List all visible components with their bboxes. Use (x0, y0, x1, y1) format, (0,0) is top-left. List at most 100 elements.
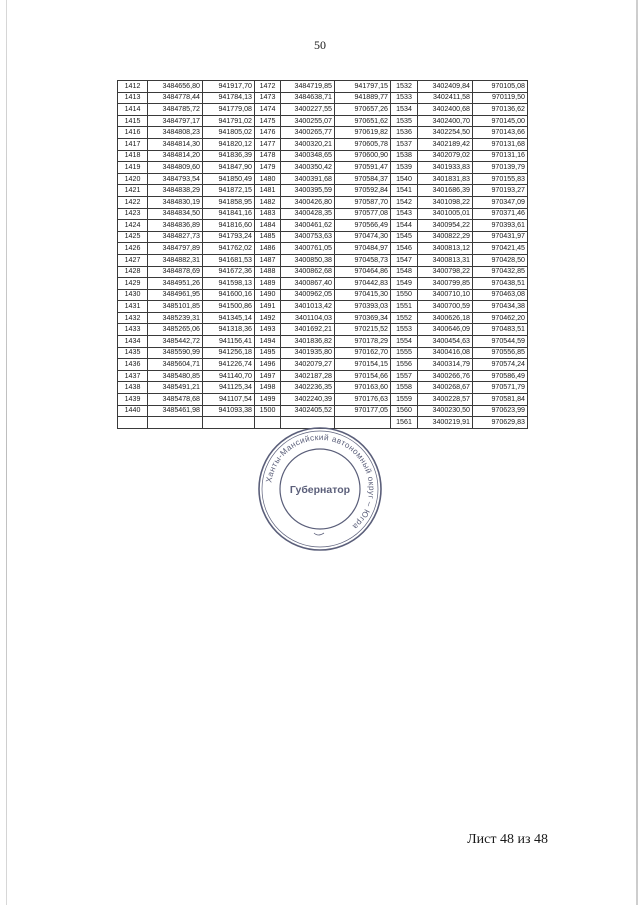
y-coordinate: 970586,49 (472, 369, 528, 383)
point-number: 1437 (117, 369, 148, 383)
point-number: 1477 (254, 137, 281, 151)
x-coordinate: 3400813,12 (417, 242, 473, 255)
point-number: 1484 (254, 219, 281, 232)
y-coordinate: 941256,18 (202, 346, 255, 360)
point-number: 1550 (390, 288, 418, 302)
y-coordinate: 970438,51 (472, 277, 528, 290)
y-coordinate: 970431,97 (472, 230, 528, 244)
point-number: 1425 (117, 230, 148, 244)
seal-center-text: Губернатор (290, 484, 350, 496)
y-coordinate: 970369,34 (334, 311, 391, 325)
y-coordinate: 941850,49 (202, 172, 255, 186)
point-number: 1473 (254, 91, 281, 105)
point-number: 1561 (390, 416, 418, 429)
point-number: 1560 (390, 404, 418, 418)
point-number: 1552 (390, 311, 418, 325)
y-coordinate: 941672,36 (202, 265, 255, 279)
y-coordinate: 941318,36 (202, 323, 255, 337)
x-coordinate: 3485442,72 (147, 335, 203, 348)
point-number: 1414 (117, 103, 148, 116)
point-number: 1420 (117, 172, 148, 186)
x-coordinate: 3400348,65 (280, 149, 335, 163)
y-coordinate: 970421,45 (472, 242, 528, 255)
point-number: 1485 (254, 230, 281, 244)
y-coordinate: 941156,41 (202, 335, 255, 348)
y-coordinate: 941762,02 (202, 242, 255, 255)
y-coordinate: 941847,90 (202, 161, 255, 174)
x-coordinate: 3401686,39 (417, 184, 473, 197)
y-coordinate: 970462,20 (472, 311, 528, 325)
y-coordinate: 970162,70 (334, 346, 391, 360)
point-number: 1488 (254, 265, 281, 279)
y-coordinate: 941836,39 (202, 149, 255, 163)
x-coordinate: 3401098,22 (417, 195, 473, 209)
x-coordinate: 3400761,05 (280, 242, 335, 255)
y-coordinate: 970139,79 (472, 161, 528, 174)
point-number: 1439 (117, 393, 148, 406)
point-number: 1554 (390, 335, 418, 348)
y-coordinate: 941598,13 (202, 277, 255, 290)
y-coordinate: 941226,74 (202, 358, 255, 371)
point-number: 1431 (117, 300, 148, 313)
y-coordinate: 970177,05 (334, 404, 391, 418)
point-number: 1496 (254, 358, 281, 371)
point-number: 1440 (117, 404, 148, 418)
y-coordinate: 970483,51 (472, 323, 528, 337)
point-number: 1542 (390, 195, 418, 209)
y-coordinate: 970131,16 (472, 149, 528, 163)
x-coordinate: 3485265,06 (147, 323, 203, 337)
point-number: 1536 (390, 126, 418, 139)
y-coordinate: 970605,78 (334, 137, 391, 151)
y-coordinate: 941784,13 (202, 91, 255, 105)
x-coordinate: 3400395,59 (280, 184, 335, 197)
official-seal: Ханты-Мансийский автономный округ – Югра… (258, 427, 382, 551)
x-coordinate: 3485604,71 (147, 358, 203, 371)
point-number: 1553 (390, 323, 418, 337)
x-coordinate: 3484656,80 (147, 80, 203, 93)
x-coordinate: 3484878,69 (147, 265, 203, 279)
y-coordinate: 970163,60 (334, 381, 391, 395)
point-number: 1429 (117, 277, 148, 290)
y-coordinate: 970442,83 (334, 277, 391, 290)
y-coordinate: 941125,34 (202, 381, 255, 395)
x-coordinate: 3400710,10 (417, 288, 473, 302)
x-coordinate: 3484793,54 (147, 172, 203, 186)
y-coordinate: 941345,14 (202, 311, 255, 325)
x-coordinate: 3400626,18 (417, 311, 473, 325)
y-coordinate: 941140,70 (202, 369, 255, 383)
y-coordinate: 970484,97 (334, 242, 391, 255)
x-coordinate: 3400862,68 (280, 265, 335, 279)
y-coordinate: 970623,99 (472, 404, 528, 418)
x-coordinate: 3400227,55 (280, 103, 335, 116)
point-number: 1532 (390, 80, 418, 93)
point-number: 1415 (117, 114, 148, 128)
x-coordinate: 3484808,23 (147, 126, 203, 139)
point-number: 1498 (254, 381, 281, 395)
y-coordinate: 970154,15 (334, 358, 391, 371)
point-number: 1417 (117, 137, 148, 151)
y-coordinate: 970544,59 (472, 335, 528, 348)
y-coordinate: 970176,63 (334, 393, 391, 406)
x-coordinate: 3400314,79 (417, 358, 473, 371)
y-coordinate: 970178,29 (334, 335, 391, 348)
y-coordinate: 970105,08 (472, 80, 528, 93)
point-number: 1436 (117, 358, 148, 371)
